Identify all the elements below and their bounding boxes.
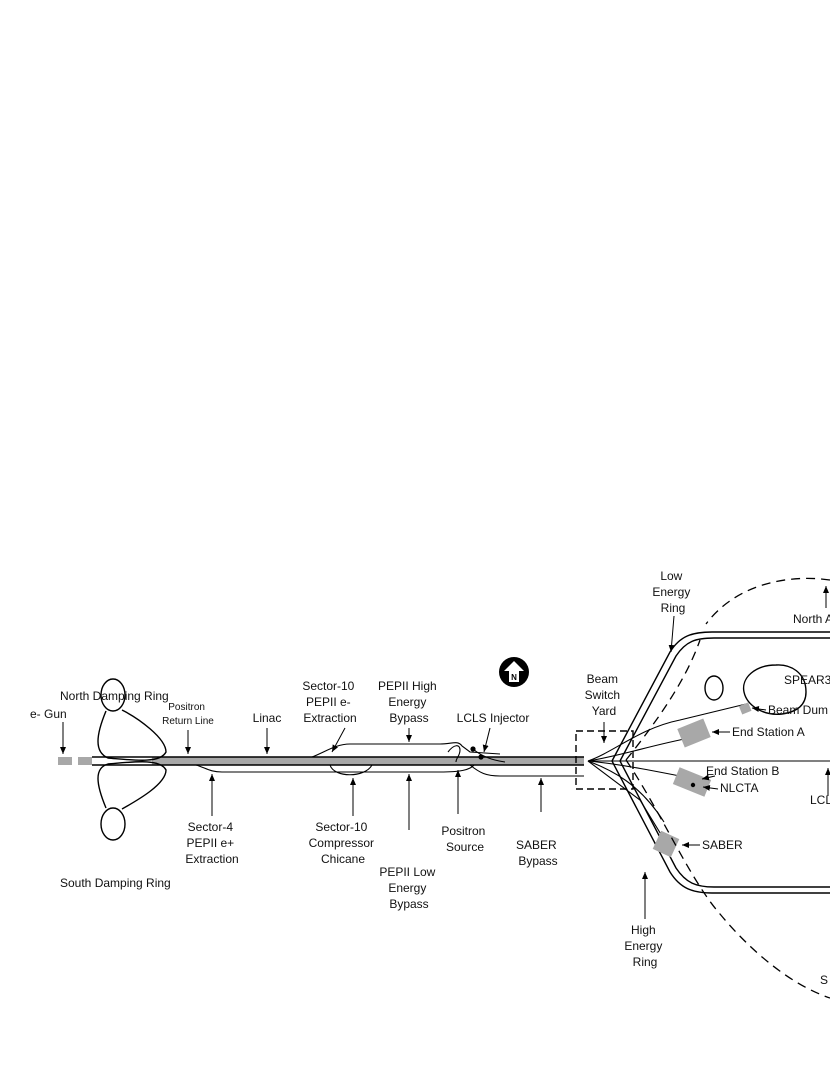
svg-text:N: N bbox=[511, 673, 517, 682]
label-low-energy-ring: Low Energy Ring bbox=[652, 569, 693, 615]
end-station-b-block bbox=[672, 767, 712, 797]
label-end-station-a: End Station A bbox=[732, 725, 805, 739]
pepii-high-energy-bypass-line bbox=[311, 742, 501, 758]
diagram-labels: Low Energy Ring North A Beam Switch Yard… bbox=[30, 569, 830, 987]
pointer-arrows bbox=[60, 586, 830, 919]
label-lcls-injector: LCLS Injector bbox=[457, 711, 530, 725]
label-nlcta: NLCTA bbox=[720, 781, 758, 795]
compressor-chicane bbox=[329, 764, 373, 776]
label-saber-bypass: SABER Bypass bbox=[516, 838, 560, 868]
label-positron-source: Positron Source bbox=[441, 824, 488, 854]
south-damping-ring bbox=[97, 761, 167, 841]
label-north: North A bbox=[793, 612, 830, 626]
linac-beamline bbox=[58, 756, 584, 766]
positron-source-hook bbox=[447, 745, 461, 763]
pepii-low-energy-bypass-line bbox=[195, 764, 475, 773]
label-end-station-b: End Station B bbox=[706, 764, 779, 778]
north-damping-ring bbox=[97, 678, 167, 761]
label-sector10-extraction: Sector-10 PEPII e- Extraction bbox=[302, 679, 357, 725]
label-south-damping-ring: South Damping Ring bbox=[60, 876, 171, 890]
label-saber-station: SABER bbox=[702, 838, 743, 852]
beam-dump-block bbox=[738, 702, 752, 715]
dashed-boundary-inner-lower bbox=[625, 759, 830, 999]
end-station-a-block bbox=[677, 718, 711, 748]
label-north-damping-ring: North Damping Ring bbox=[60, 689, 169, 703]
spear3-ring bbox=[704, 664, 807, 715]
label-positron-return-line: Positron Return Line bbox=[162, 702, 214, 727]
dashed-boundary-inner-upper bbox=[625, 639, 701, 761]
label-beam-switch-yard: Beam Switch Yard bbox=[585, 672, 624, 718]
north-arrow-icon: N bbox=[499, 657, 529, 687]
saber-bypass-line bbox=[469, 764, 584, 777]
label-linac: Linac bbox=[253, 711, 282, 725]
label-sector10-chicane: Sector-10 Compressor Chicane bbox=[309, 820, 378, 866]
label-high-energy-ring: High Energy Ring bbox=[624, 923, 665, 969]
label-spear3: SPEAR3 bbox=[784, 673, 830, 687]
label-beam-dump: Beam Dum bbox=[768, 703, 828, 717]
label-pepii-low-bypass: PEPII Low Energy Bypass bbox=[379, 865, 438, 911]
dashed-boundary-upper bbox=[705, 577, 830, 625]
label-e-gun: e- Gun bbox=[30, 707, 67, 721]
lcls-injector-line bbox=[470, 746, 506, 763]
label-pepii-high-bypass: PEPII High Energy Bypass bbox=[378, 679, 440, 725]
label-sector4-extraction: Sector-4 PEPII e+ Extraction bbox=[185, 820, 238, 866]
label-lcl: LCL bbox=[810, 793, 830, 807]
saber-block bbox=[652, 830, 680, 858]
label-south: S bbox=[820, 973, 828, 987]
nlcta-point bbox=[690, 782, 696, 788]
